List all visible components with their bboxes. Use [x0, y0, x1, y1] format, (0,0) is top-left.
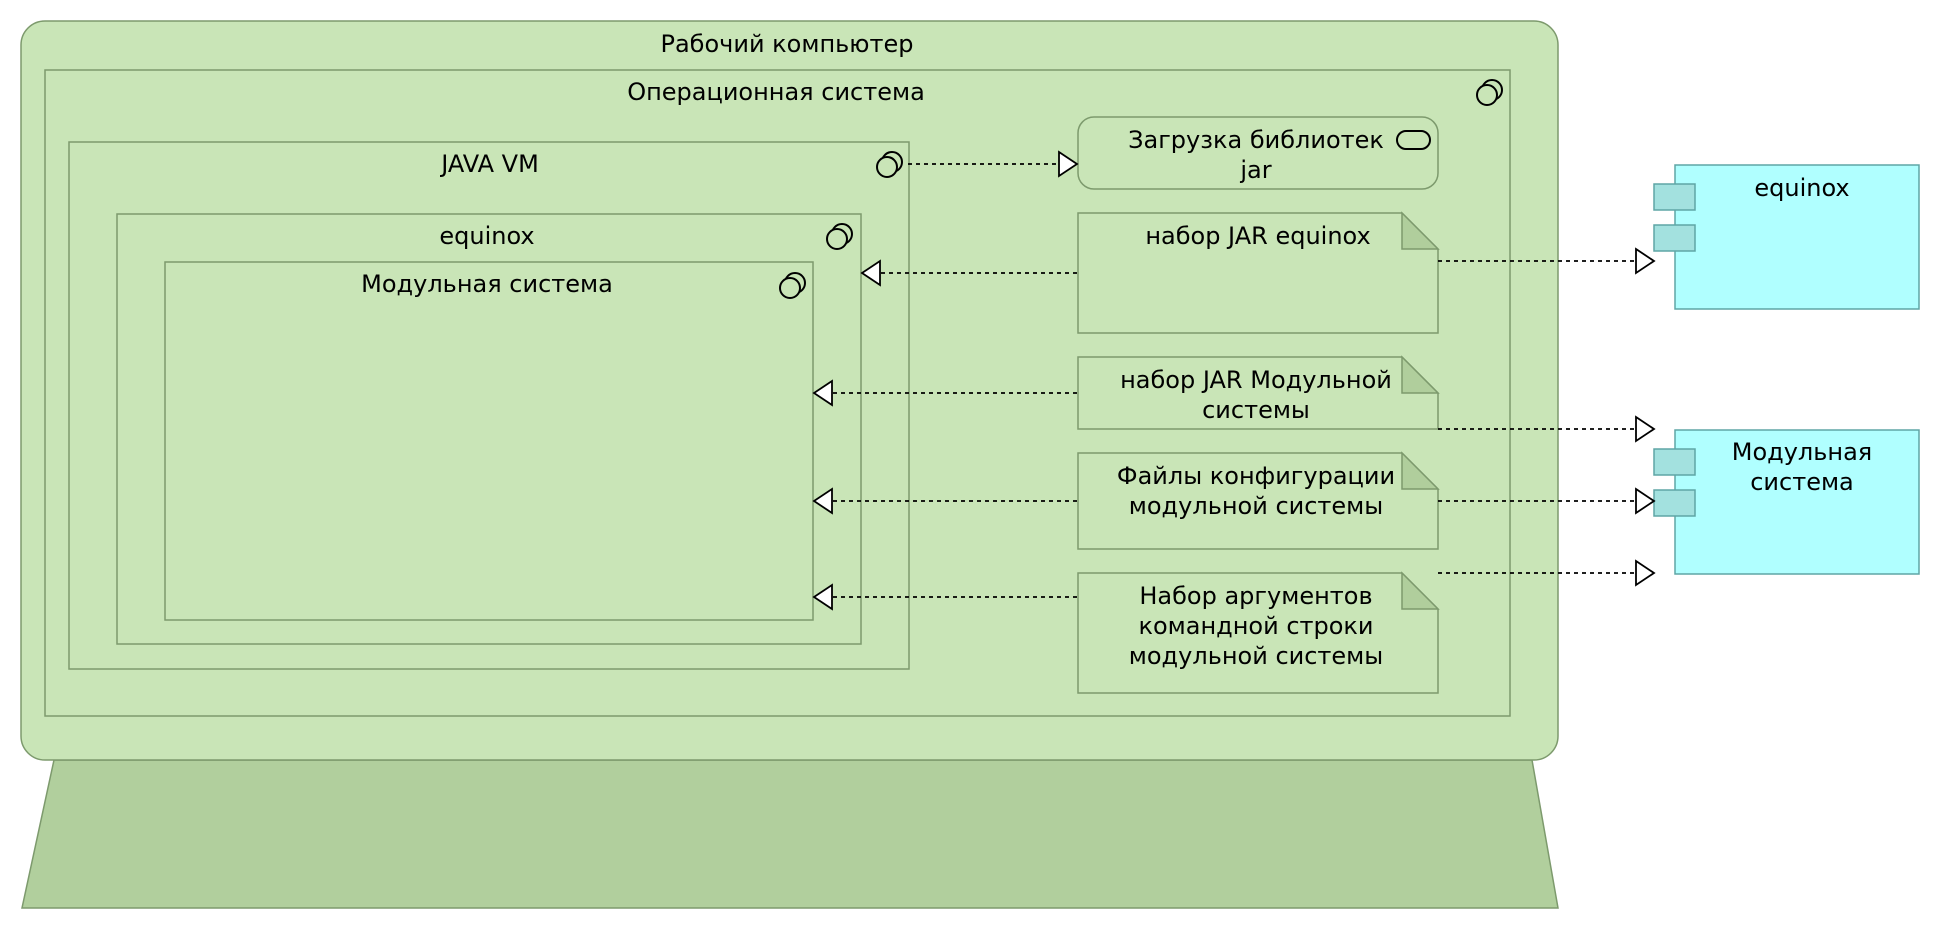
artifact-label-line3: модульной системы [1129, 642, 1383, 670]
artifact-jar-modular-system[interactable]: набор JAR Модульной системы [1077, 355, 1440, 430]
component-label: equinox [1754, 174, 1849, 202]
artifact-fold-icon [1401, 211, 1440, 250]
jar-loading-service[interactable]: Загрузка библиотек jar [1077, 116, 1439, 190]
component-label-line1: Модульная [1732, 438, 1873, 466]
modular-system-node[interactable]: Модульная система [164, 261, 814, 621]
component-tab-icon [1653, 489, 1696, 517]
artifact-label-line2: модульной системы [1129, 492, 1383, 520]
component-modular-system[interactable]: Модульная система [1653, 429, 1920, 575]
artifact-label-line1: набор JAR Модульной [1120, 366, 1392, 394]
service-label-line2: jar [1239, 156, 1271, 184]
artifact-config-files[interactable]: Файлы конфигурации модульной системы [1077, 451, 1440, 550]
artifact-label: набор JAR equinox [1145, 222, 1370, 250]
artifact-jar-equinox[interactable]: набор JAR equinox [1077, 211, 1440, 334]
artifact-label-line1: Набор аргументов [1139, 582, 1372, 610]
artifact-fold-icon [1401, 355, 1440, 394]
system-software-icon [826, 223, 853, 250]
system-software-icon [1476, 79, 1503, 106]
component-equinox[interactable]: equinox [1653, 164, 1920, 310]
system-software-icon [876, 151, 903, 178]
artifact-label-line1: Файлы конфигурации [1117, 462, 1395, 490]
component-tab-icon [1653, 183, 1696, 211]
jvm-label: JAVA VM [439, 150, 539, 178]
system-software-icon [779, 272, 806, 299]
service-label-line1: Загрузка библиотек [1128, 126, 1384, 154]
artifact-command-line-args[interactable]: Набор аргументов командной строки модуль… [1077, 571, 1440, 694]
os-label: Операционная система [627, 78, 925, 106]
workstation-label: Рабочий компьютер [661, 30, 914, 58]
artifact-label-line2: командной строки [1138, 612, 1373, 640]
artifact-fold-icon [1401, 571, 1440, 610]
service-icon [1396, 130, 1431, 150]
component-tab-icon [1653, 224, 1696, 252]
workstation-stand [21, 759, 1559, 909]
component-tab-icon [1653, 448, 1696, 476]
artifact-fold-icon [1401, 451, 1440, 490]
modular-system-label: Модульная система [361, 270, 613, 298]
equinox-label: equinox [439, 222, 534, 250]
component-label-line2: система [1750, 468, 1854, 496]
artifact-label-line2: системы [1202, 396, 1310, 424]
